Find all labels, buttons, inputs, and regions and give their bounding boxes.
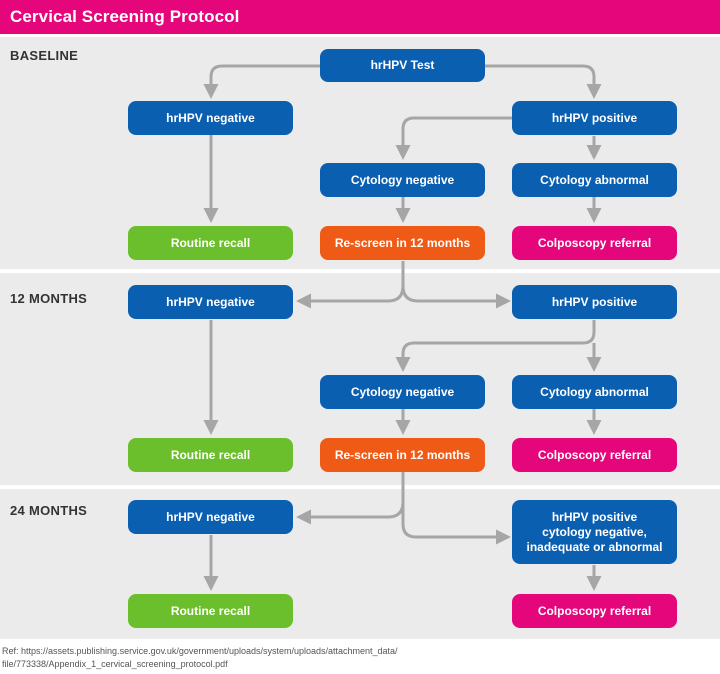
reference-note: Ref: https://assets.publishing.service.g… xyxy=(2,645,562,671)
box-baseline-hrhpv-negative: hrHPV negative xyxy=(128,101,293,135)
box-24-routine-recall: Routine recall xyxy=(128,594,293,628)
section-label-24-months: 24 MONTHS xyxy=(10,503,88,518)
section-label-12-months: 12 MONTHS xyxy=(10,291,88,306)
box-baseline-hrhpv-positive: hrHPV positive xyxy=(512,101,677,135)
arrow-rescreen-to-24-negative xyxy=(296,472,405,525)
box-24-hrhpv-positive-line3: inadequate or abnormal xyxy=(526,539,663,554)
box-12-hrhpv-negative: hrHPV negative xyxy=(128,285,293,319)
box-baseline-routine-recall: Routine recall xyxy=(128,226,293,260)
box-baseline-cytology-abnormal: Cytology abnormal xyxy=(512,163,677,197)
box-24-hrhpv-negative: hrHPV negative xyxy=(128,500,293,534)
reference-line-2: file/773338/Appendix_1_cervical_screenin… xyxy=(2,659,228,669)
arrow-test-to-positive xyxy=(485,64,602,99)
title-bar: Cervical Screening Protocol xyxy=(0,0,720,34)
box-24-colposcopy-referral: Colposcopy referral xyxy=(512,594,677,628)
box-24-hrhpv-positive: hrHPV positive cytology negative, inadeq… xyxy=(512,500,677,564)
arrow-positive-to-cytneg xyxy=(395,116,512,160)
section-label-baseline: BASELINE xyxy=(10,48,79,63)
page-title: Cervical Screening Protocol xyxy=(10,7,240,26)
box-baseline-cytology-negative: Cytology negative xyxy=(320,163,485,197)
box-12-cytology-abnormal: Cytology abnormal xyxy=(512,375,677,409)
arrow-test-to-negative xyxy=(203,64,320,99)
arrow-12-positive-to-cytneg xyxy=(395,320,596,372)
box-12-colposcopy-referral: Colposcopy referral xyxy=(512,438,677,472)
arrow-rescreen-to-12-negative xyxy=(296,261,405,309)
box-12-routine-recall: Routine recall xyxy=(128,438,293,472)
arrow-rescreen-to-12-positive xyxy=(401,285,511,309)
box-24-hrhpv-positive-line2: cytology negative, xyxy=(542,524,647,539)
box-hrhpv-test: hrHPV Test xyxy=(320,49,485,82)
arrow-rescreen-to-24-positive xyxy=(401,502,511,545)
box-baseline-rescreen: Re-screen in 12 months xyxy=(320,226,485,260)
box-baseline-colposcopy-referral: Colposcopy referral xyxy=(512,226,677,260)
reference-line-1: Ref: https://assets.publishing.service.g… xyxy=(2,646,398,656)
box-12-hrhpv-positive: hrHPV positive xyxy=(512,285,677,319)
box-12-rescreen: Re-screen in 12 months xyxy=(320,438,485,472)
box-12-cytology-negative: Cytology negative xyxy=(320,375,485,409)
box-24-hrhpv-positive-line1: hrHPV positive xyxy=(551,509,638,524)
